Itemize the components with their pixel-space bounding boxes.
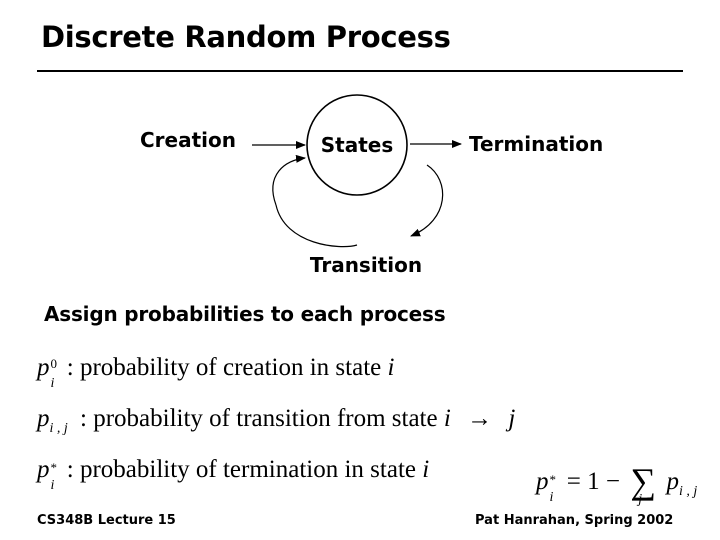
formula-equals: = 1 − [566, 468, 620, 495]
footer-course: CS348B Lecture 15 [37, 513, 176, 528]
superscript: * [50, 460, 58, 475]
subscript: i [50, 478, 55, 493]
definition-text: : probability of creation in state [66, 354, 388, 381]
transition-loop-right [410, 164, 444, 237]
formula-lhs-subscript: i [549, 490, 554, 505]
variable-i: i [422, 456, 430, 483]
sum-symbol: ∑ [630, 461, 657, 501]
definition-text: : probability of transition from state [80, 405, 444, 432]
subscript: i , j [49, 421, 68, 436]
termination-label: Termination [469, 132, 603, 156]
transition-loop-left [272, 154, 306, 206]
definition-termination: p* i : probability of termination in stat… [37, 456, 430, 493]
superscript: 0 [50, 356, 58, 371]
definition-text: : probability of termination in state [66, 456, 423, 483]
sum-index: j [638, 492, 643, 507]
footer-author: Pat Hanrahan, Spring 2002 [475, 513, 674, 528]
formula-lhs-superscript: * [549, 472, 557, 487]
transition-label: Transition [310, 253, 422, 277]
arrow-symbol: → [467, 405, 493, 432]
creation-label: Creation [140, 128, 236, 152]
definition-transition: pi , j : probability of transition from … [37, 405, 516, 436]
variable-i: i [443, 405, 451, 432]
formula-lhs-p: p [536, 468, 549, 495]
formula-rhs-subscript: i , j [678, 484, 698, 499]
title-divider [37, 70, 683, 72]
formula-rhs-p: p [666, 468, 679, 495]
symbol-p: p [37, 405, 50, 432]
states-label: States [321, 133, 394, 157]
states-node [306, 94, 408, 196]
subscript: i [50, 376, 55, 391]
symbol-p: p [37, 456, 50, 483]
process-diagram: States Creation Termination Transition [140, 94, 603, 277]
subheading: Assign probabilities to each process [44, 302, 446, 326]
transition-loop-bottom [275, 204, 358, 248]
slide-title: Discrete Random Process [41, 20, 451, 54]
variable-i: i [387, 354, 395, 381]
termination-formula: p*i = 1 − ∑ j pi , j [536, 456, 698, 507]
symbol-p: p [37, 354, 50, 381]
variable-j: j [508, 405, 516, 432]
